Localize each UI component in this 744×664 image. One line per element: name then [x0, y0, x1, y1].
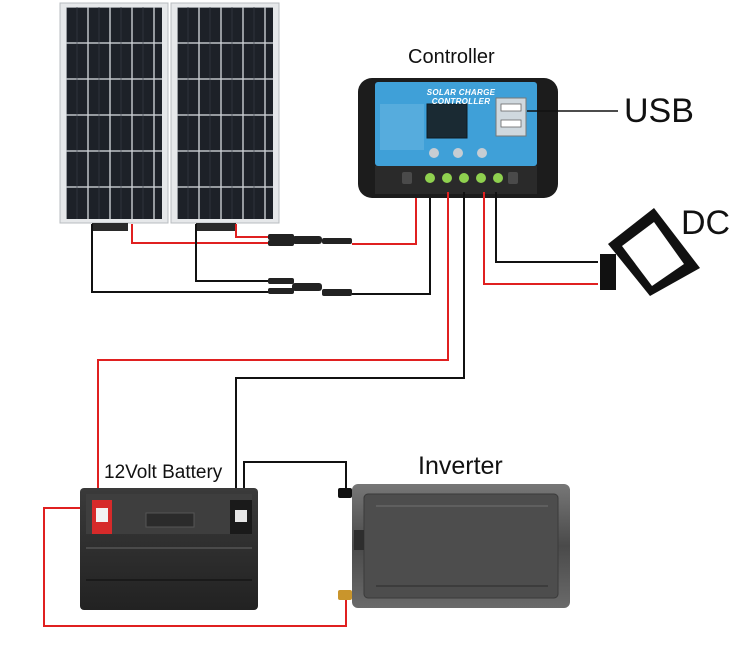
- inverter-label: Inverter: [418, 452, 503, 480]
- junction-box: [196, 223, 236, 231]
- battery-wiring: [97, 192, 465, 500]
- controller-terminals: [402, 172, 518, 184]
- solar-panel-right: [170, 2, 280, 231]
- charge-controller: [358, 78, 558, 198]
- usb-label: USB: [624, 92, 694, 130]
- menu-button: [429, 148, 439, 158]
- lcd-display: [426, 103, 468, 139]
- usb-port-icon: [495, 97, 527, 137]
- battery-label: 12Volt Battery: [104, 462, 223, 483]
- inverter-positive-post: [338, 590, 352, 600]
- load-wiring: [483, 192, 598, 285]
- set-button: [477, 148, 487, 158]
- controller-label: Controller: [408, 46, 495, 68]
- inverter-wiring: [43, 461, 347, 627]
- mc4-y-connector-negative: [268, 278, 352, 296]
- junction-box: [92, 223, 128, 231]
- battery-icon: [80, 488, 258, 610]
- controller-panel-title: SOLAR CHARGE CONTROLLER: [426, 88, 496, 106]
- inverter-negative-post: [338, 488, 352, 498]
- panel-wiring: [91, 192, 431, 295]
- dc-label: DC: [681, 204, 731, 242]
- inverter-icon: [338, 484, 570, 608]
- solar-panel-left: [59, 2, 169, 231]
- mode-button: [453, 148, 463, 158]
- mc4-y-connector-positive: [268, 234, 352, 246]
- flood-light-icon: [600, 208, 700, 296]
